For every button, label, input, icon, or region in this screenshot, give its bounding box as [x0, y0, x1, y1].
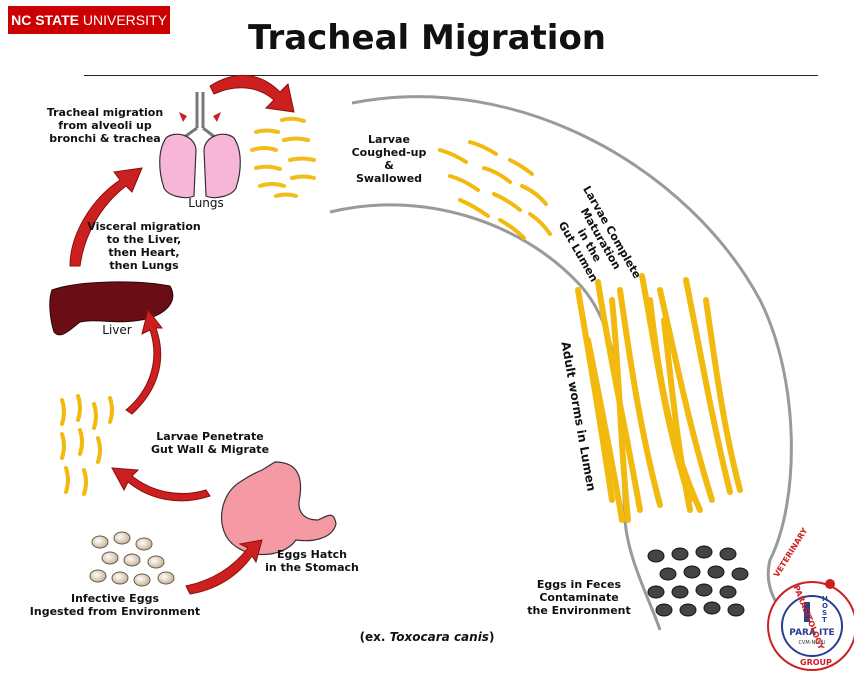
- label-coughed-up: Larvae Coughed-up & Swallowed: [344, 133, 434, 185]
- label-infective-eggs: Infective Eggs Ingested from Environment: [20, 592, 210, 618]
- larvae-near-lungs: [252, 119, 314, 196]
- label-tracheal-migration: Tracheal migration from alveoli up bronc…: [40, 106, 170, 145]
- label-lungs: Lungs: [176, 197, 236, 210]
- stomach-icon: [222, 462, 336, 555]
- label-visceral-migration: Visceral migration to the Liver, then He…: [84, 220, 204, 272]
- label-eggs-feces: Eggs in Feces Contaminate the Environmen…: [524, 578, 634, 617]
- logo-vertical-text: HOST: [822, 596, 828, 624]
- label-eggs-hatch: Eggs Hatch in the Stomach: [262, 548, 362, 574]
- larvae-maturing: [440, 142, 550, 238]
- label-larvae-penetrate: Larvae Penetrate Gut Wall & Migrate: [140, 430, 280, 456]
- fecal-eggs: [648, 546, 748, 616]
- label-liver: Liver: [92, 324, 142, 337]
- logo-ring-bottom: GROUP: [800, 658, 832, 667]
- adult-worms: [578, 276, 740, 520]
- infective-eggs: [90, 532, 174, 586]
- lungs-icon: [160, 92, 241, 198]
- larvae-penetrating: [62, 396, 112, 494]
- species-caption: (ex. Toxocara canis): [0, 630, 854, 644]
